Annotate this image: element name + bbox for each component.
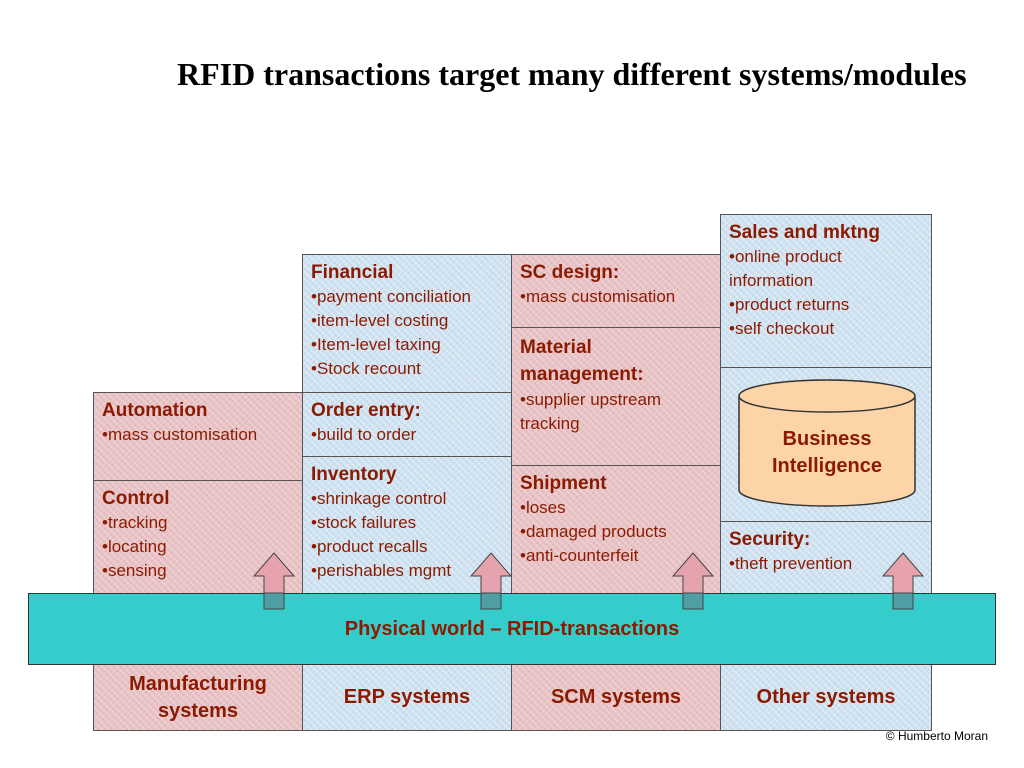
physical-world-label: Physical world – RFID-transactions <box>344 617 680 640</box>
slide-title: RFID transactions target many different … <box>177 56 967 92</box>
security-heading: Security: <box>729 529 811 550</box>
order-entry-heading: Order entry: <box>311 400 421 421</box>
inventory-item: •product recalls <box>311 537 428 556</box>
security-box: Security: •theft prevention <box>720 521 932 594</box>
inventory-item: •shrinkage control <box>311 489 447 508</box>
database-cylinder-icon <box>738 379 916 507</box>
control-item: •sensing <box>102 561 167 580</box>
security-item: •theft prevention <box>729 554 853 573</box>
automation-item: •mass customisation <box>102 425 258 444</box>
inventory-item: •stock failures <box>311 513 417 532</box>
control-item: •locating <box>102 537 167 556</box>
financial-item: •Stock recount <box>311 359 421 378</box>
order-entry-item: •build to order <box>311 425 417 444</box>
other-systems-label: Other systems <box>756 686 896 708</box>
control-box: Control •tracking •locating •sensing <box>93 480 303 594</box>
financial-item: •Item-level taxing <box>311 335 441 354</box>
control-item: •tracking <box>102 513 168 532</box>
financial-item: •payment conciliation <box>311 287 471 306</box>
automation-box: Automation •mass customisation <box>93 392 303 481</box>
sales-marketing-box: Sales and mktng •online product informat… <box>720 214 932 368</box>
sc-design-item: •mass customisation <box>520 287 676 306</box>
material-management-item: •supplier upstream tracking <box>520 390 662 433</box>
automation-heading: Automation <box>102 400 208 421</box>
sales-marketing-item: •self checkout <box>729 319 835 338</box>
inventory-box: Inventory •shrinkage control •stock fail… <box>302 456 512 594</box>
material-management-heading: Material management: <box>520 337 644 385</box>
shipment-item: •anti-counterfeit <box>520 546 639 565</box>
inventory-heading: Inventory <box>311 464 397 485</box>
scm-systems-label: SCM systems <box>550 686 682 708</box>
order-entry-box: Order entry: •build to order <box>302 392 512 457</box>
manufacturing-systems-box: Manufacturing systems <box>93 664 303 731</box>
inventory-item: •perishables mgmt <box>311 561 452 580</box>
sc-design-heading: SC design: <box>520 262 620 283</box>
sales-marketing-item: •online product information <box>729 247 842 290</box>
shipment-item: •loses <box>520 498 566 517</box>
erp-systems-label: ERP systems <box>343 686 471 708</box>
sc-design-box: SC design: •mass customisation <box>511 254 721 328</box>
manufacturing-systems-label: Manufacturing systems <box>129 672 267 722</box>
financial-box: Financial •payment conciliation •item-le… <box>302 254 512 393</box>
erp-systems-box: ERP systems <box>302 664 512 731</box>
business-intelligence-label: Business Intelligence <box>771 428 883 477</box>
physical-world-band: Physical world – RFID-transactions <box>28 593 996 665</box>
financial-heading: Financial <box>311 262 394 283</box>
copyright-credit: © Humberto Moran <box>885 729 988 743</box>
shipment-item: •damaged products <box>520 522 667 541</box>
other-systems-box: Other systems <box>720 664 932 731</box>
financial-item: •item-level costing <box>311 311 449 330</box>
shipment-heading: Shipment <box>520 473 607 494</box>
material-management-box: Material management: •supplier upstream … <box>511 327 721 466</box>
sales-marketing-item: •product returns <box>729 295 850 314</box>
sales-marketing-heading: Sales and mktng <box>729 222 880 243</box>
scm-systems-box: SCM systems <box>511 664 721 731</box>
control-heading: Control <box>102 488 170 509</box>
